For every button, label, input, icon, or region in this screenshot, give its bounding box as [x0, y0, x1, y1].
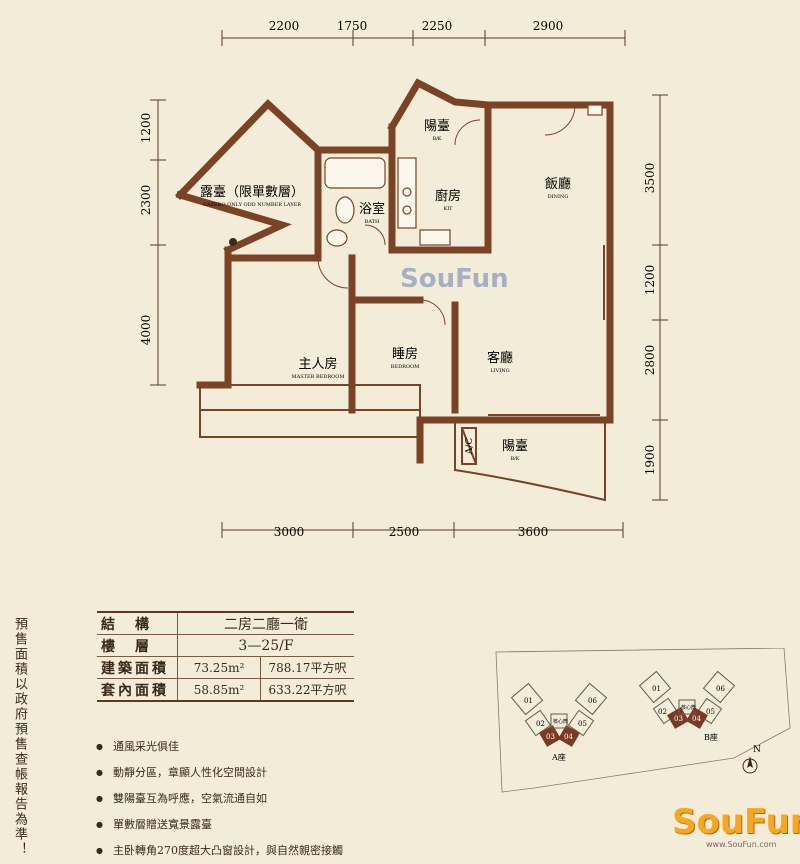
unit-b-01: 01: [652, 685, 661, 693]
dim-left-3: 4000: [139, 315, 153, 346]
dim-top-4: 2900: [533, 19, 564, 33]
list-item: 通風采光俱佳: [96, 734, 343, 760]
floor-plan: 2200 1750 2250 2900 3000 2500 3600 1200 …: [139, 19, 668, 539]
watermark-logo: SouFun: [400, 264, 509, 294]
label-terrace-en: GAZEBO ONLY ODD NUMBER LAYER: [203, 202, 301, 208]
svg-text:N: N: [753, 745, 761, 755]
block-b: 01 02 03 04 05 06 核心筒 B座: [638, 670, 736, 742]
list-item: 雙陽臺互為呼應，空氣流通自如: [96, 786, 343, 812]
core-b: 核心筒: [681, 704, 696, 711]
label-balcony-top-en: B/K: [432, 136, 441, 142]
label-master-bedroom-en: MASTER BEDROOM: [292, 374, 345, 380]
unit-a-06: 06: [588, 697, 597, 705]
spec-label: 建築面積: [97, 656, 178, 679]
spec-value-sqft: 633.22平方呎: [260, 678, 354, 702]
unit-a-05: 05: [578, 720, 587, 728]
spec-value-sqm: 73.25m²: [177, 656, 261, 679]
block-a-label: A座: [551, 752, 566, 762]
top-dimension-line: [221, 30, 626, 46]
unit-a-04: 04: [564, 733, 573, 741]
block-a: 01 02 03 04 05 06 核心筒 A座: [510, 682, 608, 762]
sink: [326, 229, 348, 247]
spec-table: 結 構 二房二廳一衛 樓 層 3—25/F 建築面積 73.25m² 788.1…: [97, 611, 354, 702]
thin-walls: [199, 245, 611, 502]
list-item: 主卧轉角270度超大凸窗設計，與自然親密接觸: [96, 838, 343, 864]
label-ac: A/C: [465, 438, 475, 456]
spec-label: 樓 層: [97, 634, 178, 657]
fixtures: [324, 104, 603, 247]
dim-left-1: 1200: [139, 113, 153, 144]
spec-value: 二房二廳一衛: [177, 612, 354, 635]
list-item: 單數層贈送寬景露臺: [96, 812, 343, 838]
dim-left-2: 2300: [139, 185, 153, 216]
drain-icon: [229, 238, 237, 246]
bottom-dimension-line: [221, 522, 624, 538]
spec-label: 結 構: [97, 612, 178, 635]
spec-value: 3—25/F: [177, 634, 354, 657]
ac-box: [461, 427, 477, 465]
dim-top-2: 1750: [337, 19, 368, 33]
walls: [175, 78, 614, 464]
label-living-en: LIVING: [490, 368, 509, 374]
unit-b-03: 03: [674, 715, 683, 723]
unit-b-04: 04: [692, 715, 701, 723]
label-bathroom: 浴室: [359, 201, 385, 217]
dim-right-2: 1200: [643, 265, 657, 296]
label-terrace: 露臺（限單數層）: [200, 185, 304, 200]
label-balcony-top: 陽臺: [424, 119, 450, 134]
table-row: 建築面積 73.25m² 788.17平方呎: [97, 656, 354, 679]
dim-top-1: 2200: [269, 19, 300, 33]
doors: [317, 104, 576, 326]
spec-value-sqm: 58.85m²: [177, 678, 261, 702]
site-plan: 01 02 03 04 05 06 核心筒 A座 01 02 03 04 05 …: [495, 648, 791, 793]
list-item: 動靜分區，章顯人性化空間設計: [96, 760, 343, 786]
unit-a-02: 02: [536, 720, 545, 728]
spec-value-sqft: 788.17平方呎: [260, 656, 354, 679]
presale-note: 預售面積以政府預售查帳報告為準！: [12, 617, 27, 857]
label-kitchen-en: KIT: [443, 206, 453, 212]
bathtub: [324, 157, 386, 189]
unit-b-06: 06: [716, 685, 725, 693]
label-balcony-bottom-en: B/K: [510, 456, 519, 462]
label-balcony-bottom: 陽臺: [502, 439, 528, 454]
kitchen-sink: [419, 229, 451, 246]
dim-right-3: 2800: [643, 345, 657, 376]
table-row: 結 構 二房二廳一衛: [97, 612, 354, 635]
soufun-url: www.SouFun.com: [706, 840, 777, 849]
dim-bottom-1: 3000: [274, 525, 305, 539]
table-row: 樓 層 3—25/F: [97, 634, 354, 657]
spec-label: 套內面積: [97, 678, 178, 702]
dim-bottom-2: 2500: [389, 525, 420, 539]
feature-list: 通風采光俱佳 動靜分區，章顯人性化空間設計 雙陽臺互為呼應，空氣流通自如 單數層…: [96, 734, 343, 864]
dim-top-3: 2250: [422, 19, 453, 33]
dim-right-1: 3500: [643, 163, 657, 194]
dim-right-4: 1900: [643, 445, 657, 476]
label-bathroom-en: BATH: [365, 219, 380, 225]
label-bedroom-en: BEDROOM: [391, 364, 419, 370]
label-master-bedroom: 主人房: [298, 356, 337, 372]
unit-a-03: 03: [546, 733, 555, 741]
block-b-label: B座: [704, 732, 718, 742]
right-dimension-line: [652, 94, 668, 501]
left-dimension-line: [150, 99, 166, 386]
table-row: 套內面積 58.85m² 633.22平方呎: [97, 678, 354, 702]
north-arrow-icon: N: [742, 745, 761, 774]
toilet: [335, 196, 355, 224]
unit-a-01: 01: [524, 697, 533, 705]
label-living: 客廳: [487, 350, 513, 366]
label-dining: 飯廳: [545, 176, 571, 192]
unit-b-02: 02: [658, 708, 667, 716]
dim-bottom-3: 3600: [518, 525, 549, 539]
soufun-logo: SouFun: [672, 802, 800, 842]
unit-b-05: 05: [706, 708, 715, 716]
label-dining-en: DINING: [548, 194, 569, 200]
label-bedroom: 睡房: [392, 346, 418, 362]
label-kitchen: 廚房: [435, 188, 461, 204]
core-a: 核心筒: [553, 718, 568, 725]
